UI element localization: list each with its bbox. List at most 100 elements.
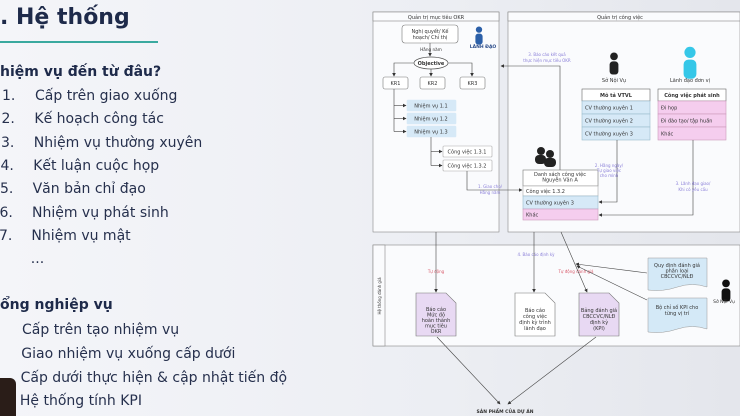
periodic-report-label: Báo cáo [525, 307, 545, 314]
arrow-product-1 [436, 336, 501, 405]
assign-1-annotation: 1. Giao cho/ [478, 184, 503, 189]
okr-panel-title: Quản trị mục tiêu OKR [408, 14, 465, 21]
job-label: Công việc 1.3.1 [448, 149, 487, 156]
vtvl-header-label: Mô tả VTVL [600, 92, 633, 99]
assign-2-annotation: cho mình [600, 173, 619, 178]
kpi-sheet-label: định kỳ [590, 319, 608, 326]
source-label: Nghị quyết/ Kế [411, 28, 449, 35]
kpi-sheet-label: CBCCVC/NLĐ [583, 314, 616, 320]
arrow-assign-3 [598, 140, 694, 217]
kr-box-3 [459, 76, 486, 90]
list-item: Văn bản chỉ đạo [32, 181, 146, 198]
assign-2-annotation: 2. Hằng ngày/ [595, 163, 624, 168]
list-item: Cấp trên giao xuống [35, 88, 178, 104]
arising-row-label: Khác [661, 131, 674, 138]
task-list-row [522, 208, 599, 221]
arrow-rule [575, 262, 648, 274]
task-list-title: Nguyễn Văn A [542, 177, 578, 184]
arrow-kpi [560, 231, 588, 293]
okr-report-label: Mức độ [427, 312, 445, 319]
list-number: 2. [1, 111, 15, 128]
kpi-index-doc [647, 297, 708, 333]
kr-label: KR2 [428, 81, 438, 87]
kpi-index-label: Bộ chỉ số KPI cho [656, 304, 699, 311]
report-okr-annotation: 3. Báo cáo kết quả [528, 52, 566, 57]
okr-report-label: mục tiêu [425, 323, 447, 330]
list-item: Nhiệm vụ thường xuyên [33, 134, 203, 151]
product-label: SẢN PHẨM CỦA DỰ ÁN [477, 407, 534, 415]
assign-2-annotation: Tự giao việc [596, 168, 621, 173]
list-number: 7. [0, 227, 13, 244]
periodic-report-doc [514, 292, 556, 337]
arising-row [657, 126, 727, 141]
kpi-sheet-doc [578, 292, 620, 337]
periodic-report-annotation: 4. Báo cáo định kỳ [517, 252, 555, 257]
section-heading-sources: hiệm vụ đến từ đâu? [0, 64, 162, 80]
unit-leader-label: Lãnh đạo đơn vị [670, 78, 710, 84]
list-item: Kết luận cuộc họp [33, 157, 160, 174]
list-number: 3. [1, 134, 15, 151]
list-number: 5. [0, 181, 14, 198]
okr-panel-header [372, 11, 500, 22]
home-affairs-eval-icon [721, 279, 731, 302]
list-item: Kế hoạch công tác [34, 111, 164, 128]
leader-label: LÃNH ĐẠO [470, 43, 497, 50]
vtvl-row [581, 126, 651, 141]
workflow-item: Cấp trên tạo nhiệm vụ [22, 322, 180, 338]
arrow-kr3 [448, 62, 474, 77]
work-panel-title: Quản trị công việc [597, 14, 643, 21]
slide-title: . Hệ thống [0, 5, 130, 30]
group-users-icon [535, 147, 556, 167]
arrow-assign-1 [466, 171, 523, 192]
task-box [406, 99, 457, 112]
task-list-row-label: Khác [526, 212, 539, 219]
work-panel-header [507, 11, 740, 22]
evaluation-lane-label-strip [372, 244, 386, 347]
job-box [442, 145, 493, 158]
job-box [442, 159, 493, 172]
task-list-row-label: Công việc 1.3.2 [526, 188, 565, 195]
report-okr-annotation: thực hiện mục tiêu OKR [523, 58, 571, 63]
assign-3-annotation: 3. Lãnh đạo giao/ [676, 181, 711, 186]
okr-report-label: hoàn thành [422, 317, 451, 324]
source-label: hoạch/ Chỉ thị [413, 34, 448, 41]
kr-box-1 [382, 76, 409, 90]
periodic-report-label: định kỳ trình [519, 319, 551, 326]
task-list-title: Danh sách công việc [534, 171, 586, 178]
kpi-sheet-label: (KPI) [593, 326, 605, 332]
arrow-kr1 [392, 62, 414, 77]
vtvl-row-label: CV thường xuyên 1 [585, 105, 633, 112]
list-item: Nhiệm vụ phát sinh [32, 204, 169, 221]
arrow-kpi-index [576, 265, 648, 301]
evaluation-lane-label: Hệ thống đánh giá [377, 277, 382, 315]
vtvl-row-label: CV thường xuyên 2 [585, 118, 633, 125]
okr-report-label: OKR [431, 329, 442, 335]
rule-label: CBCCVC/NLĐ [661, 274, 694, 280]
task-box [406, 125, 457, 138]
objective-label: Objective [418, 61, 445, 67]
okr-report-label: Báo cáo [426, 306, 446, 313]
rule-label: phân loại [665, 268, 688, 275]
list-item: ... [30, 251, 45, 268]
arising-header-label: Công việc phát sinh [664, 92, 720, 99]
list-item: Nhiệm vụ mật [31, 227, 131, 244]
task-label: Nhiệm vụ 1.3 [414, 129, 448, 136]
auto-eval-annotation: Tự động đánh giá [557, 269, 594, 274]
job-label: Công việc 1.3.2 [448, 163, 487, 170]
periodic-report-label: lãnh đạo [524, 326, 546, 332]
arrow-product-2 [507, 336, 597, 405]
list-number: 4. [0, 157, 14, 174]
task-list-row-label: CV thường xuyên 3 [526, 200, 574, 207]
assign-1-annotation: Hằng năm [480, 190, 501, 195]
assign-3-annotation: Khi có yêu cầu [678, 187, 708, 192]
rule-doc [647, 257, 708, 291]
home-affairs-eval-label: Sở Nội Vụ [713, 298, 735, 305]
arrow-report-okr [500, 64, 561, 170]
home-affairs-label: Sở Nội Vụ [602, 77, 626, 84]
yearly-label: Hằng năm [420, 47, 442, 52]
unit-leader-icon [683, 46, 697, 79]
task-label: Nhiệm vụ 1.1 [414, 103, 448, 110]
task-box [406, 112, 457, 125]
workflow-item: Hệ thống tính KPI [19, 393, 142, 410]
